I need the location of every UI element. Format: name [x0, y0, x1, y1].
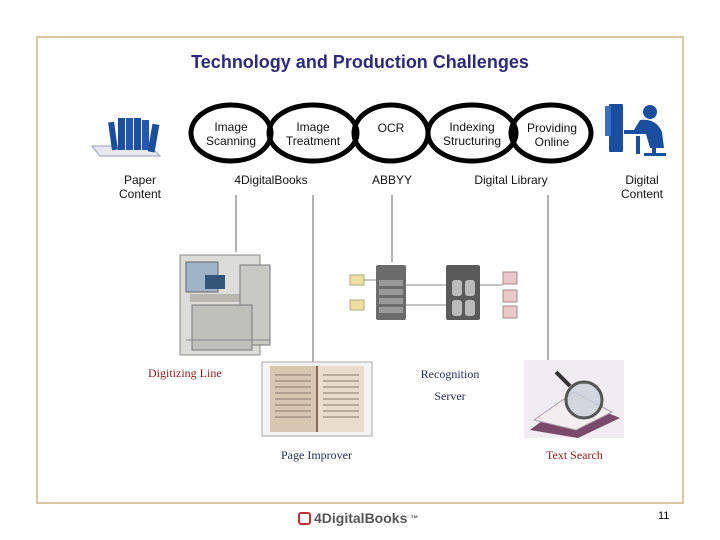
- process-rings: [188, 102, 594, 164]
- page-improver-caption: Page Improver: [281, 448, 352, 462]
- computer-user-icon: [605, 104, 666, 156]
- paper-content-label: Paper Content: [118, 173, 162, 201]
- recognition-server-image: [340, 262, 520, 322]
- digital-library-label: Digital Library: [474, 173, 548, 187]
- stage-image-treatment: Image Treatment: [285, 120, 341, 148]
- page-improver-image: [261, 361, 373, 437]
- vendor-abbyy-label: ABBYY: [371, 173, 413, 187]
- footer-trademark: ™: [410, 513, 419, 523]
- ring-providing-online: [508, 102, 594, 164]
- text-search-image: [524, 360, 624, 438]
- digital-content-label: Digital Content: [620, 173, 664, 201]
- logo-mark-icon: [298, 511, 311, 525]
- stage-ocr: OCR: [377, 121, 405, 135]
- recognition-server-caption: Recognition Server: [420, 367, 480, 403]
- page-number: 11: [658, 510, 670, 522]
- ring-indexing: [425, 102, 519, 164]
- books-icon: [90, 118, 162, 157]
- ring-image-treatment: [266, 102, 360, 164]
- footer-brand-text: 4DigitalBooks: [314, 510, 408, 526]
- slide-title: Technology and Production Challenges: [191, 52, 529, 72]
- digitizing-machine-image: [179, 254, 271, 356]
- connector-lines: [235, 195, 549, 362]
- vendor-4digitalbooks-label: 4DigitalBooks: [234, 173, 308, 187]
- digitizing-line-caption: Digitizing Line: [148, 366, 222, 380]
- footer-logo: 4DigitalBooks ™: [298, 510, 418, 526]
- stage-image-scanning: Image Scanning: [205, 120, 257, 148]
- text-search-caption: Text Search: [546, 448, 603, 462]
- stage-indexing-structuring: Indexing Structuring: [442, 120, 502, 148]
- stage-providing-online: Providing Online: [526, 121, 578, 149]
